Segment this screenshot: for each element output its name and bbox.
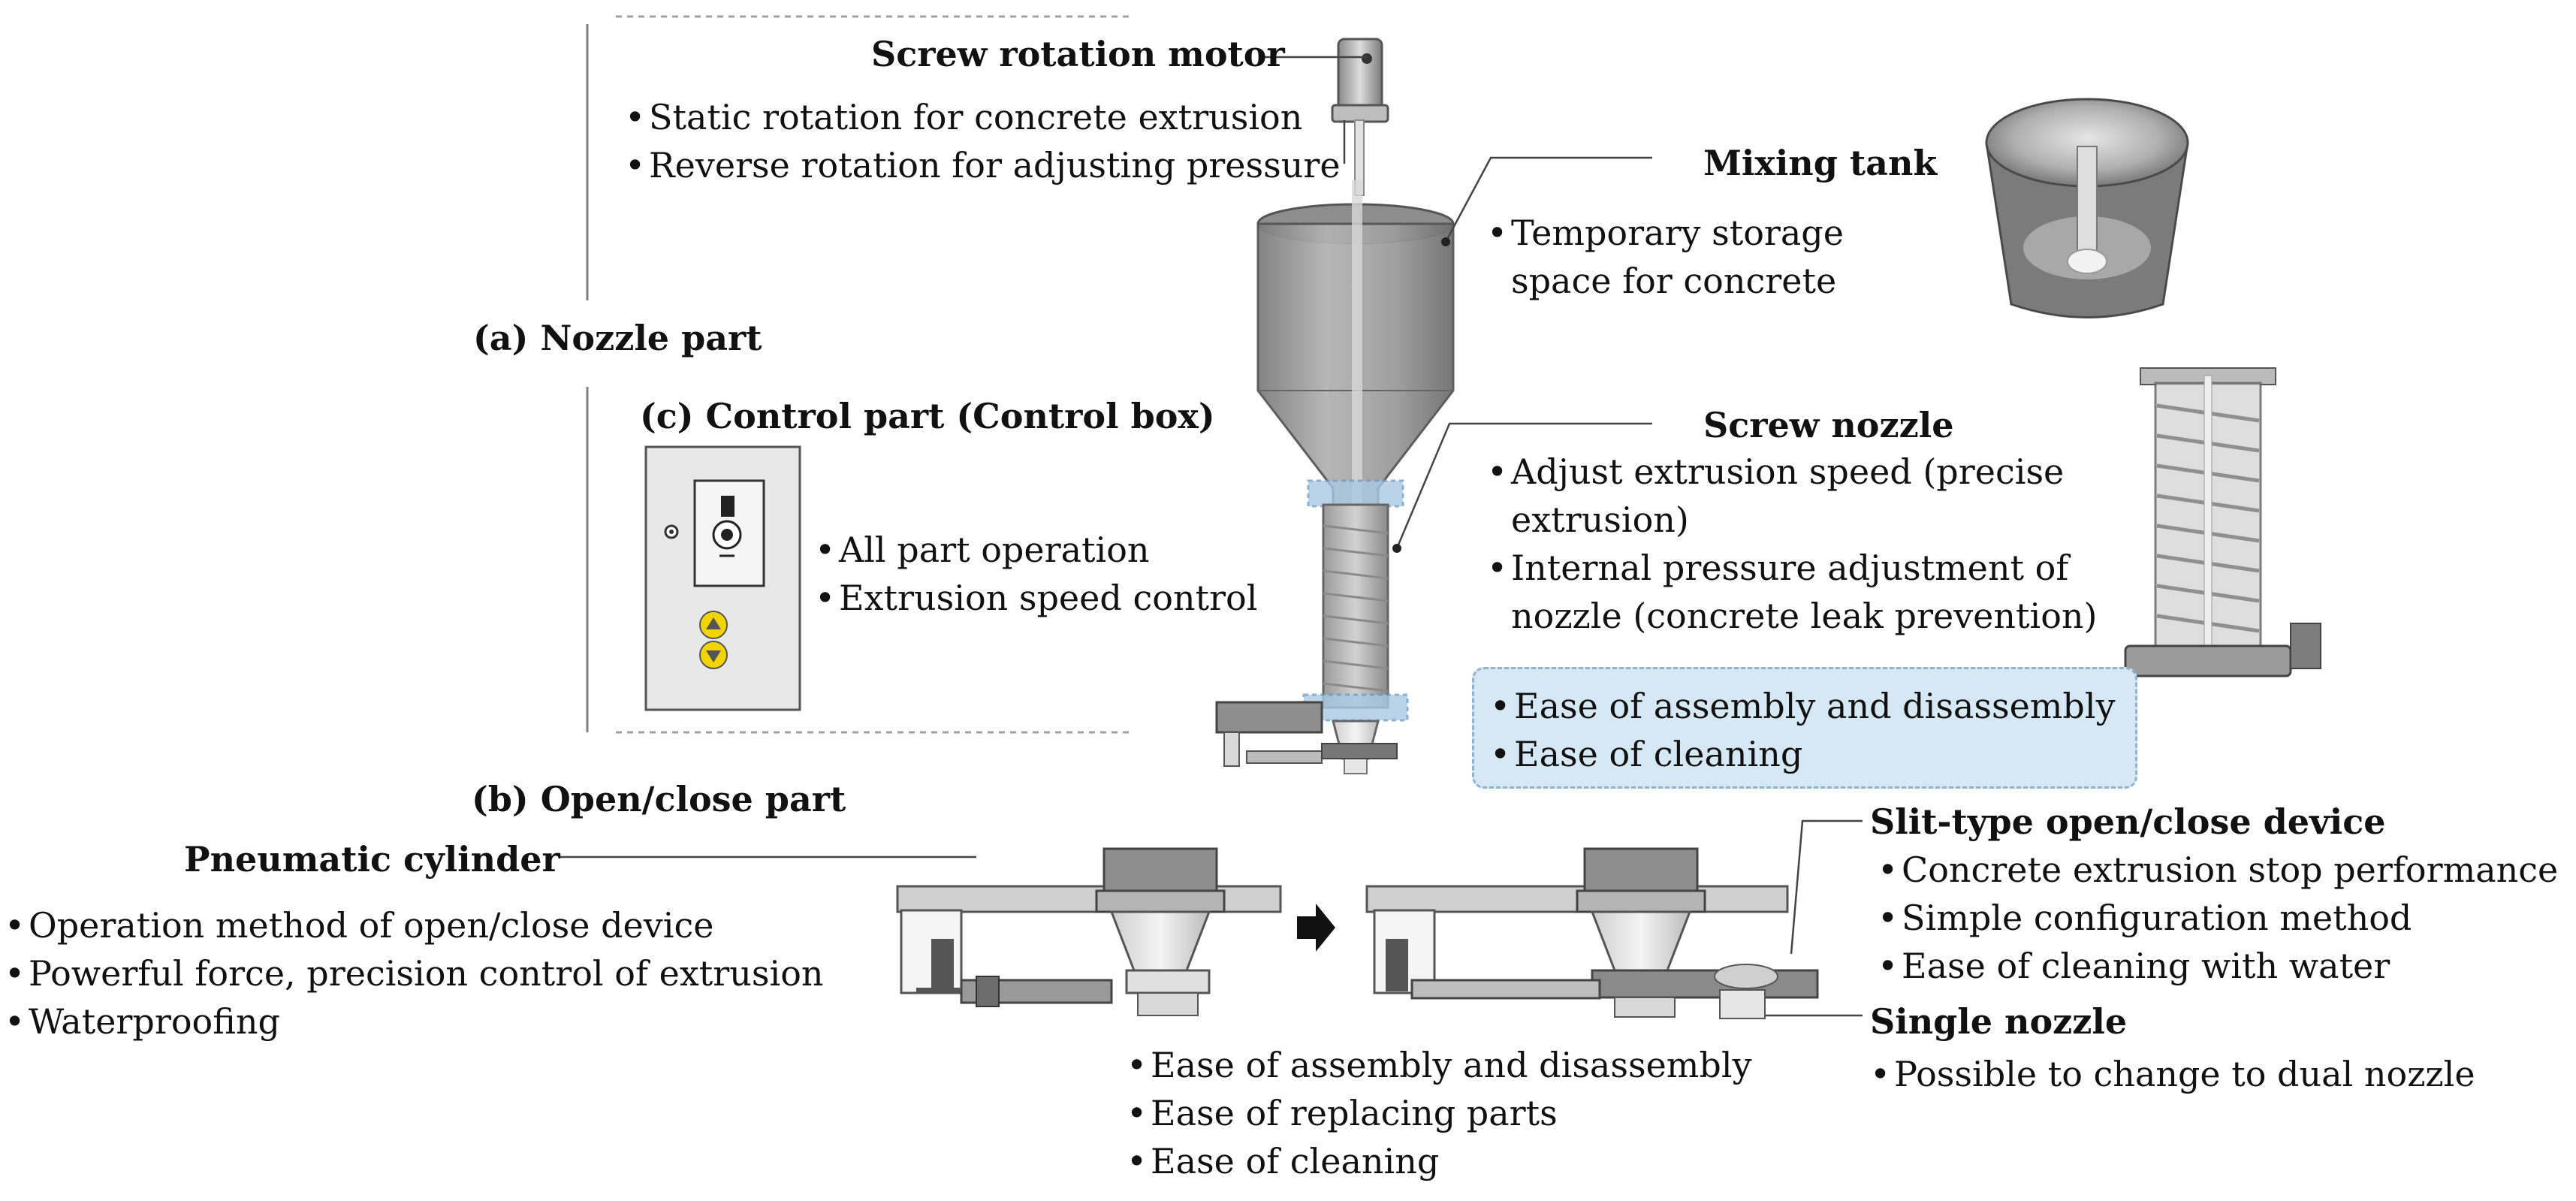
open-close-part-title: (b) Open/close part [472, 779, 846, 819]
screw-nozzle-title: Screw nozzle [1703, 405, 1954, 445]
mixing-tank-bullet: Temporary storage space for concrete [1487, 209, 1844, 305]
slit-device-bullets: Concrete extrusion stop performance Simp… [1878, 846, 2558, 990]
ease-bullets: Ease of assembly and disassembly Ease of… [1490, 682, 2116, 778]
transition-arrow-icon [1297, 904, 1335, 952]
single-nozzle-bullet: Possible to change to dual nozzle [1870, 1050, 2475, 1098]
control-bullet: All part operation [815, 526, 1257, 574]
slit-device-bullet: Ease of cleaning with water [1878, 942, 2558, 990]
motor-bullets: Static rotation for concrete extrusion R… [625, 93, 1341, 189]
screw-nozzle-drawing [1302, 479, 1409, 774]
bottom-bullets: Ease of assembly and disassembly Ease of… [1127, 1041, 1752, 1185]
mixing-tank-title: Mixing tank [1703, 143, 1938, 183]
bottom-bullet: Ease of cleaning [1127, 1137, 1752, 1185]
motor-bullet: Reverse rotation for adjusting pressure [625, 141, 1341, 189]
open-close-device-left-drawing [896, 847, 1282, 1016]
slit-device-title: Slit-type open/close device [1870, 801, 2386, 842]
ease-bullet: Ease of cleaning [1490, 730, 2116, 778]
pneumatic-bullets: Operation method of open/close device Po… [5, 901, 824, 1046]
leader-lines [560, 56, 1863, 1017]
motor-title: Screw rotation motor [871, 34, 1285, 74]
pneumatic-cylinder-title: Pneumatic cylinder [184, 839, 560, 880]
screw-nozzle-bullet: Internal pressure adjustment of nozzle (… [1487, 544, 2098, 640]
mixing-tank-interior-drawing [1985, 98, 2189, 318]
single-nozzle-bullets: Possible to change to dual nozzle [1870, 1050, 2475, 1098]
control-box-drawing [644, 445, 801, 711]
control-bullets: All part operation Extrusion speed contr… [815, 526, 1257, 622]
screw-nozzle-bullet: Adjust extrusion speed (precise extrusio… [1487, 448, 2098, 544]
pneumatic-bullet: Operation method of open/close device [5, 901, 824, 949]
mixing-tank-dot [1441, 237, 1450, 246]
bottom-bullet: Ease of replacing parts [1127, 1089, 1752, 1137]
control-bullet: Extrusion speed control [815, 574, 1257, 622]
pneumatic-bullet: Waterproofing [5, 997, 824, 1046]
control-part-title: (c) Control part (Control box) [640, 396, 1215, 436]
slit-device-bullet: Concrete extrusion stop performance [1878, 846, 2558, 894]
slit-device-bullet: Simple configuration method [1878, 894, 2558, 942]
ease-bullet: Ease of assembly and disassembly [1490, 682, 2116, 730]
open-close-device-right-drawing [1365, 847, 1819, 1019]
screw-rotation-motor-drawing [1331, 38, 1389, 196]
nozzle-part-title: (a) Nozzle part [473, 318, 762, 358]
bottom-bullet: Ease of assembly and disassembly [1127, 1041, 1752, 1089]
screw-interior-drawing [2124, 367, 2321, 677]
mixing-tank-drawing [1256, 180, 1455, 520]
pneumatic-bullet: Powerful force, precision control of ext… [5, 949, 824, 997]
screw-nozzle-dot [1392, 544, 1401, 553]
open-close-small-drawing [1215, 701, 1398, 767]
motor-bullet: Static rotation for concrete extrusion [625, 93, 1341, 141]
screw-nozzle-bullets: Adjust extrusion speed (precise extrusio… [1487, 448, 2098, 640]
single-nozzle-title: Single nozzle [1870, 1001, 2128, 1042]
mixing-tank-bullets: Temporary storage space for concrete [1487, 209, 1844, 305]
